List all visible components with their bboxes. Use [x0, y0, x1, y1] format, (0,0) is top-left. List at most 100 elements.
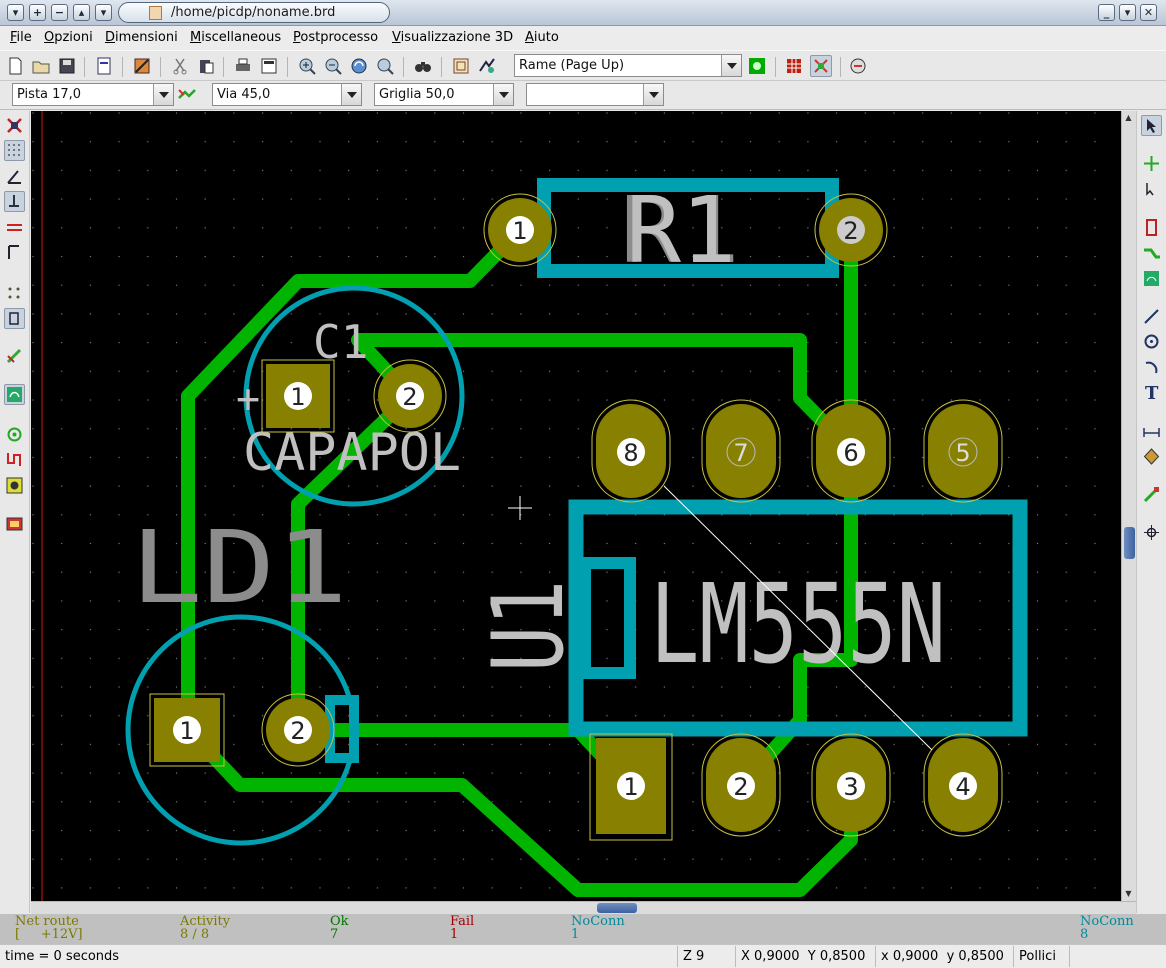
scroll-down-icon[interactable]: ▼: [1125, 889, 1132, 898]
u1-notch: [579, 557, 636, 679]
add-target-icon[interactable]: [1141, 446, 1162, 467]
delete-item-icon[interactable]: [1141, 484, 1162, 505]
show-pads-icon[interactable]: [4, 424, 25, 445]
local-ratsnest-icon[interactable]: [810, 55, 832, 77]
c1-value: CAPAPOL: [243, 423, 461, 483]
auto-route-icon[interactable]: [848, 56, 868, 76]
polar-coords-icon[interactable]: [4, 166, 25, 187]
ratsnest-icon[interactable]: [4, 283, 25, 304]
menu-aiuto[interactable]: Aiuto: [525, 30, 559, 45]
grid-icon[interactable]: [4, 140, 25, 161]
horizontal-scrollbar[interactable]: [31, 901, 1136, 914]
high-contrast-icon[interactable]: [4, 475, 25, 496]
close-button[interactable]: ✕: [1140, 4, 1157, 21]
chevron-down-icon[interactable]: [643, 84, 663, 105]
minimize-button[interactable]: _: [1098, 4, 1115, 21]
library-icon[interactable]: [132, 56, 152, 76]
redraw-icon[interactable]: [349, 56, 369, 76]
pad-number: 2: [402, 383, 417, 411]
plot-icon[interactable]: [259, 56, 279, 76]
u1-ref: U1: [472, 580, 586, 672]
microwave-tools-icon[interactable]: [4, 513, 25, 534]
chevron-down-icon[interactable]: [493, 84, 513, 105]
status-panel: Net route [ +12V] Activity 8 / 8 Ok 7 Fa…: [0, 914, 1166, 944]
menu-postprocesso[interactable]: Postprocesso: [293, 30, 379, 45]
keep-below-button[interactable]: ▾: [95, 4, 112, 21]
zoom-auto-icon[interactable]: [375, 56, 395, 76]
horizontal-scroll-thumb[interactable]: [597, 903, 637, 913]
add-track-icon[interactable]: [1141, 243, 1162, 264]
page-settings-icon[interactable]: [94, 56, 114, 76]
show-ratsnest-icon[interactable]: [784, 56, 804, 76]
add-arc-icon[interactable]: [1141, 357, 1162, 378]
add-circle-icon[interactable]: [1141, 331, 1162, 352]
add-line-icon[interactable]: [1141, 306, 1162, 327]
layer-select[interactable]: Rame (Page Up): [514, 54, 742, 77]
open-icon[interactable]: [31, 56, 51, 76]
chevron-down-icon[interactable]: [341, 84, 361, 105]
grid-size-value: Griglia 50,0: [379, 87, 455, 102]
sticky-button[interactable]: +: [29, 4, 46, 21]
keep-above-button[interactable]: ▴: [73, 4, 90, 21]
menu-miscellaneous[interactable]: Miscellaneous: [190, 30, 282, 45]
new-board-icon[interactable]: [5, 56, 25, 76]
track-drc-icon[interactable]: [4, 346, 25, 367]
maximize-button[interactable]: ▾: [1119, 4, 1136, 21]
menu-visualizzazione-3d[interactable]: Visualizzazione 3D: [392, 30, 514, 45]
highlight-net-icon[interactable]: [1141, 153, 1162, 174]
save-icon[interactable]: [57, 56, 77, 76]
via-size-select[interactable]: Via 45,0: [212, 83, 362, 106]
cursor-shape-icon[interactable]: [4, 242, 25, 263]
cut-icon[interactable]: [170, 56, 190, 76]
zoom-select[interactable]: [526, 83, 664, 106]
menu-opzioni[interactable]: Opzioni: [44, 30, 93, 45]
scroll-up-icon[interactable]: ▲: [1125, 113, 1132, 122]
absolute-coords: X 0,9000 Y 0,8500: [736, 946, 876, 967]
ld1-ref: LD1: [130, 509, 348, 626]
add-dimension-icon[interactable]: [1141, 420, 1162, 441]
zoom-out-icon[interactable]: [323, 56, 343, 76]
shade-button[interactable]: −: [51, 4, 68, 21]
menu-dimensioni[interactable]: Dimensioni: [105, 30, 178, 45]
module-ratsnest-icon[interactable]: [4, 308, 25, 329]
pcb-canvas[interactable]: R1 R1 C1 CAPAPOL + LD1 LM555N U1: [31, 111, 1121, 901]
zoom-in-icon[interactable]: [297, 56, 317, 76]
add-module-icon[interactable]: [1141, 217, 1162, 238]
auto-track-width-icon[interactable]: [177, 84, 197, 104]
drc-off-icon[interactable]: [4, 115, 25, 136]
status-extra: [1070, 946, 1166, 967]
chevron-down-icon[interactable]: [153, 84, 173, 105]
set-origin-icon[interactable]: [1141, 522, 1162, 543]
status-message: time = 0 seconds: [0, 946, 678, 967]
relative-coords: x 0,9000 y 0,8500: [876, 946, 1014, 967]
menu-file[interactable]: File: [10, 30, 32, 45]
units-mm-icon[interactable]: [4, 217, 25, 238]
paste-icon[interactable]: [196, 56, 216, 76]
track-width-value: Pista 17,0: [17, 87, 82, 102]
pads: [149, 193, 1003, 841]
local-ratsnest-tool-icon[interactable]: [1141, 179, 1162, 200]
ld1-flat: [325, 695, 359, 763]
grid-size-select[interactable]: Griglia 50,0: [374, 83, 514, 106]
pad-number: 6: [843, 439, 858, 467]
show-tracks-icon[interactable]: [4, 449, 25, 470]
drc-icon[interactable]: [477, 56, 497, 76]
add-text-icon[interactable]: T: [1141, 382, 1162, 404]
vertical-scroll-thumb[interactable]: [1124, 527, 1135, 559]
track-width-select[interactable]: Pista 17,0: [12, 83, 174, 106]
add-zone-icon[interactable]: [1141, 268, 1162, 289]
status-bar: time = 0 seconds Z 9 X 0,9000 Y 0,8500 x…: [0, 944, 1166, 968]
zone-fill-icon[interactable]: [4, 384, 25, 405]
netlist-icon[interactable]: [451, 56, 471, 76]
main-toolbar: Rame (Page Up): [0, 50, 1166, 81]
title-bar: ▾ + − ▴ ▾ /home/picdp/noname.brd _ ▾ ✕: [0, 0, 1166, 26]
chevron-down-icon[interactable]: [721, 55, 741, 76]
print-icon[interactable]: [233, 56, 253, 76]
window-menu-button[interactable]: ▾: [7, 4, 24, 21]
layer-color-icon[interactable]: [747, 56, 767, 76]
vertical-scrollbar[interactable]: ▲ ▼: [1121, 111, 1136, 901]
find-icon[interactable]: [413, 56, 433, 76]
select-arrow-icon[interactable]: [1141, 115, 1162, 136]
pad-number: 7: [733, 439, 748, 467]
units-inch-icon[interactable]: [4, 191, 25, 212]
